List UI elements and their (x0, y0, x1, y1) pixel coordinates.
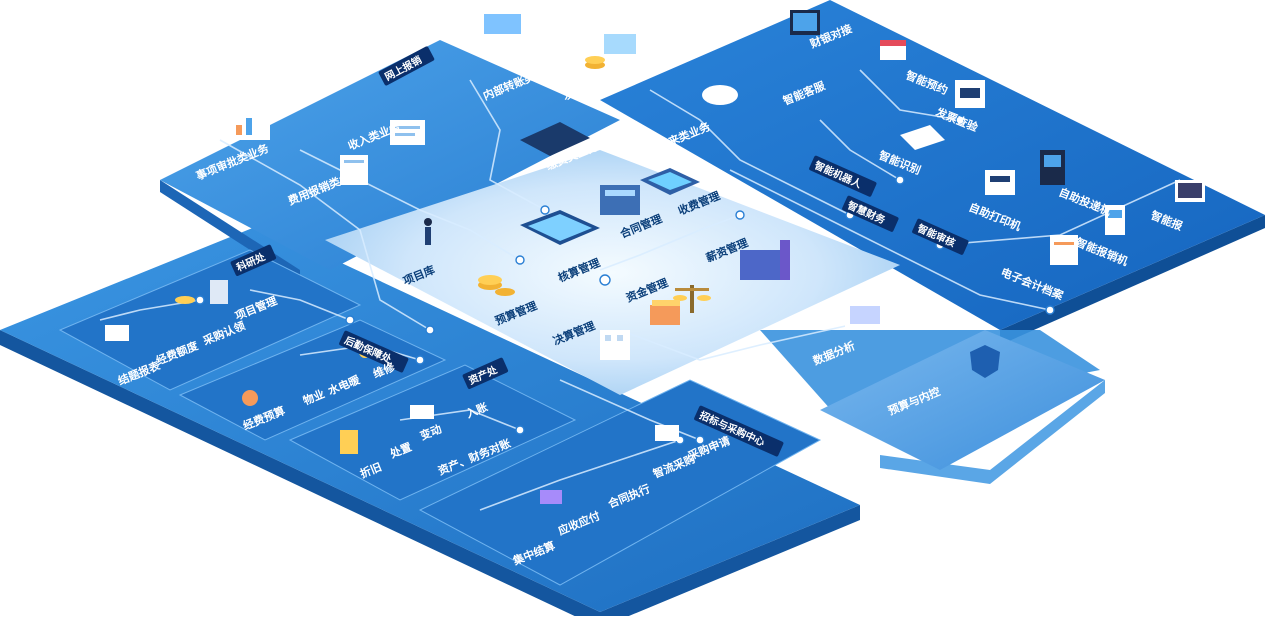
scanner-icon (900, 125, 945, 150)
receipt-icon (340, 155, 368, 185)
phone-icon (640, 168, 700, 195)
atm-icon (1105, 205, 1125, 235)
pie-icon (242, 390, 258, 406)
workstation-icon (655, 425, 679, 441)
screen-icon (790, 10, 820, 35)
risk-platform (820, 330, 1105, 470)
coins-icon (478, 275, 515, 296)
wire-nodes (195, 115, 1055, 445)
server-rack-icon (210, 280, 228, 304)
printer-icon (955, 80, 985, 108)
cabinet-icon (340, 430, 358, 454)
server-icon (600, 185, 640, 215)
factory-icon (740, 240, 790, 280)
chart-screen-icon (845, 300, 885, 330)
smart-platform-side (1000, 215, 1265, 345)
scales-icon (673, 285, 711, 313)
document-icon (390, 120, 425, 145)
desktop-icon (1175, 180, 1205, 202)
cloud-icon (702, 85, 738, 105)
decor-icons (105, 10, 1205, 504)
keyboard-icon (520, 122, 590, 156)
laptop-icon (600, 30, 640, 58)
online-platform (160, 40, 620, 270)
building-icon (600, 330, 630, 360)
calendar-icon (880, 40, 906, 60)
person-icon (424, 218, 432, 245)
keyan-panel (58, 249, 362, 391)
monitor-icon (480, 10, 525, 40)
zichan-panel (288, 364, 577, 501)
kiosk-icon (1040, 150, 1065, 185)
book-icon (650, 300, 680, 325)
smart-platform (600, 0, 1265, 330)
chart-board-icon (230, 110, 270, 140)
stack-icon (540, 490, 562, 504)
tablet-icon (520, 210, 600, 245)
print-machine-icon (985, 170, 1015, 195)
folder-icon (105, 325, 129, 341)
center-platform (325, 150, 900, 395)
shield-icon (970, 345, 1000, 378)
money-icon (175, 296, 195, 304)
archive-icon (1050, 235, 1078, 265)
coins-icon (585, 56, 605, 69)
card-icon (410, 405, 434, 419)
